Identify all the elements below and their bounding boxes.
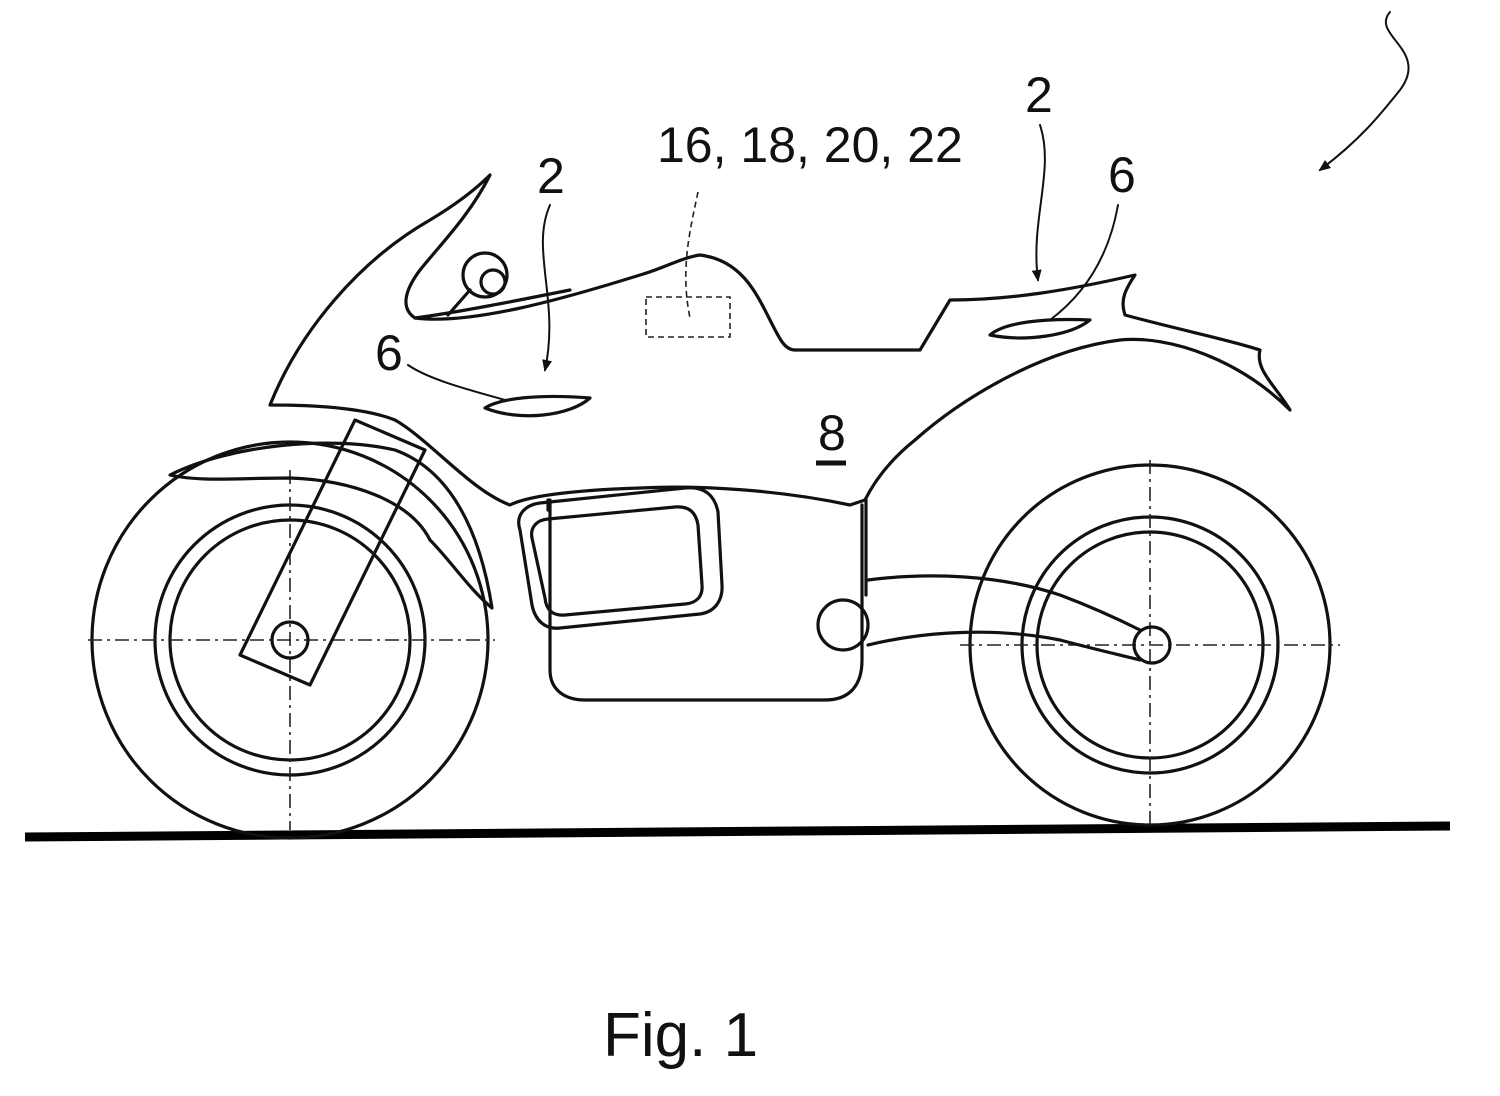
front-wheel [88,440,495,840]
arrow-2-left [541,204,552,372]
leader-components [685,191,699,319]
opening-right [988,317,1092,340]
fairing-body [268,173,1292,507]
label-part-right: 6 [1108,147,1136,203]
label-arrow-right: 2 [1025,67,1053,123]
component-box [645,296,731,338]
tank-top [413,288,572,320]
rear-wheel [960,460,1340,827]
leader-part-6-left [407,364,506,401]
arrow-2-right [1031,124,1046,282]
label-arrow-left: 2 [537,148,565,204]
mirror [446,251,509,317]
front-fork [238,418,427,687]
label-body: 8 [818,405,846,461]
figure-arrow [1318,11,1410,172]
engine-block [517,486,864,702]
figure-caption: Fig. 1 [603,1001,758,1070]
leader-part-6-right [1049,204,1119,321]
swingarm [816,574,1172,665]
label-part-left: 6 [375,325,403,381]
front-fender [168,441,494,610]
label-components: 16, 18, 20, 22 [657,117,963,173]
